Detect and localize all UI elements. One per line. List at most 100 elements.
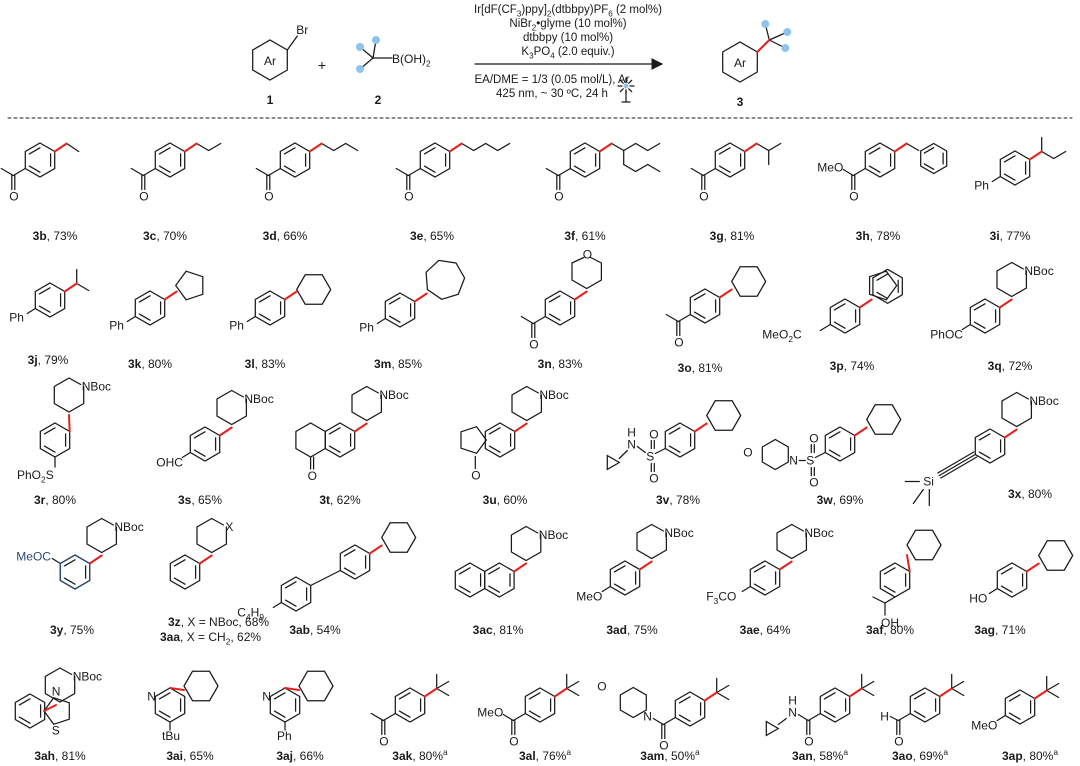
bond: [861, 687, 875, 697]
bond: [807, 712, 821, 722]
atom-label: O: [849, 190, 858, 204]
new-bond: [283, 290, 298, 301]
methyl-dot: [781, 44, 790, 52]
atom-label: NBoc: [1024, 264, 1053, 278]
product-label-3i: 3i, 77%: [990, 229, 1031, 243]
aromatic-bond: [753, 565, 766, 573]
bond: [912, 488, 924, 505]
new-bond: [43, 704, 57, 712]
cyclohexane-ring: [1037, 540, 1074, 571]
aromatic-bond: [528, 710, 541, 718]
atom-label: O: [894, 735, 903, 749]
atom-label: PhOC: [930, 328, 963, 342]
product-label-3al: 3al, 76%a: [519, 747, 571, 763]
aromatic-bond: [528, 692, 541, 700]
atom-label: O: [649, 428, 658, 442]
new-bond: [353, 422, 368, 433]
condition-below: EA/DME = 1/3 (0.05 mol/L), Ar: [475, 74, 630, 86]
bond-acyl: [677, 313, 691, 323]
bond: [654, 447, 666, 455]
compound-number-3: 3: [737, 95, 744, 109]
bond: [961, 323, 971, 331]
atom-label: N: [262, 690, 271, 704]
bond-acyl: [142, 167, 156, 177]
product-label-3aa: 3aa, X = CH2, 62%: [160, 630, 261, 647]
bond-methyl: [545, 167, 559, 177]
cyclohexane-ring: [730, 266, 767, 297]
cycloalkane-ring: [174, 270, 204, 301]
aromatic-bond: [258, 295, 271, 303]
aromatic-bond: [678, 714, 691, 722]
aromatic-bond: [693, 293, 706, 301]
piperidine-bond: [366, 385, 380, 394]
atom-label: NBoc: [804, 526, 833, 540]
methyl-dot: [761, 20, 770, 28]
trifluoromethoxy-label: F3CO: [706, 590, 736, 607]
bond: [951, 680, 965, 690]
bond: [861, 680, 875, 690]
aromatic-bond: [63, 577, 76, 585]
bond: [884, 596, 896, 604]
bond: [852, 167, 866, 177]
aromatic-bond: [158, 710, 171, 718]
bond: [741, 585, 751, 593]
aromatic-bond: [398, 710, 411, 718]
atom-label: H: [627, 426, 636, 440]
bond: [1046, 689, 1060, 699]
atom-label: O: [809, 432, 818, 446]
aromatic-bond: [173, 559, 186, 567]
product-label-3p: 3p, 74%: [830, 359, 875, 373]
aromatic-bond: [828, 449, 841, 457]
aromatic-bond: [458, 585, 471, 593]
new-bond: [1025, 562, 1040, 573]
bond-acyl: [557, 167, 571, 177]
aromatic-bond: [158, 165, 171, 173]
bond: [436, 687, 450, 697]
cyclohexane-ring: [865, 404, 902, 435]
atom-label: O: [804, 735, 813, 749]
cycloalkane-ring: [460, 425, 488, 455]
new-bond: [906, 554, 911, 573]
bond: [842, 168, 854, 177]
bond-methyl: [370, 712, 384, 722]
atom-label: NBoc: [73, 670, 102, 684]
bond-chain: [196, 142, 222, 152]
atom-label: N: [788, 706, 797, 720]
cycloalkane-ring: [425, 259, 466, 300]
bond: [889, 715, 899, 722]
piperidine-ring: [53, 377, 85, 413]
bond: [272, 601, 282, 609]
bond-acyl: [702, 167, 716, 177]
atom-label: S: [52, 723, 60, 737]
cyclohexane-ring: [298, 670, 334, 702]
aromatic-bond: [388, 297, 401, 305]
aromatic-bond: [18, 716, 31, 724]
bond-methyl: [130, 167, 144, 177]
aromatic-bond: [913, 710, 926, 718]
bromine-label: Br: [296, 23, 308, 37]
aromatic-bond: [913, 692, 926, 700]
plus-sign: +: [318, 57, 326, 73]
new-bond: [638, 560, 653, 571]
bond: [814, 451, 826, 459]
atom-label: Ph: [277, 729, 292, 743]
aromatic-bond: [1008, 694, 1021, 702]
piperidine-ring: [996, 261, 1028, 298]
new-bond: [63, 282, 78, 293]
aromatic-bond: [613, 583, 626, 591]
aromatic-bond: [488, 567, 501, 575]
bond-acyl: [12, 167, 26, 177]
aromatic-bond: [548, 313, 561, 321]
product-label-3ab: 3ab, 54%: [289, 623, 341, 637]
cyclohexane-ring: [906, 529, 942, 561]
ester-label: MeO2C: [762, 328, 802, 345]
piperidine-bond: [1016, 391, 1030, 400]
bond-chain: [1041, 150, 1067, 160]
atom-label: O: [509, 735, 518, 749]
aromatic-bond: [488, 585, 501, 593]
atom-label: H: [880, 710, 889, 724]
product-label-3l: 3l, 83%: [245, 357, 286, 371]
atom-label: N: [643, 710, 652, 724]
product-label-3aj: 3aj, 66%: [276, 749, 324, 763]
